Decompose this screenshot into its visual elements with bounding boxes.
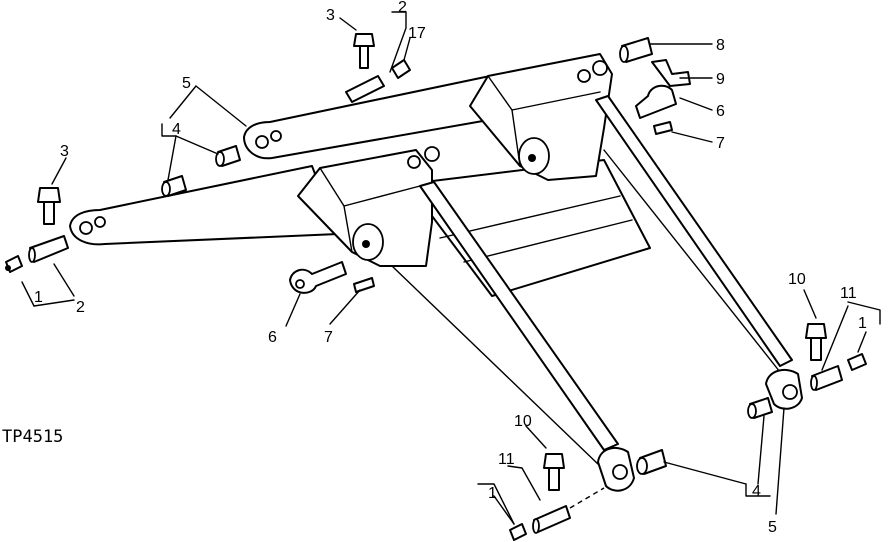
label-9: 9 — [716, 71, 725, 88]
label-8: 8 — [716, 37, 725, 54]
cross-member — [407, 159, 651, 297]
tie-rod-lower — [391, 265, 601, 467]
clevis-left — [597, 446, 635, 492]
upper-housing — [469, 53, 613, 181]
label-2-left: 2 — [76, 299, 85, 316]
label-17: 17 — [408, 25, 426, 42]
label-10-right: 10 — [788, 271, 806, 288]
retainer-6-left — [289, 261, 347, 294]
grease-fitting-left — [5, 255, 23, 273]
clevis-right — [765, 368, 803, 410]
callout-labels: 3 2 17 5 4 3 1 2 8 9 6 7 6 7 10 11 1 10 … — [2, 0, 867, 536]
label-5-upper: 5 — [182, 75, 191, 92]
label-10-bottom: 10 — [514, 413, 532, 430]
label-6-right: 6 — [716, 103, 725, 120]
pin-4-upper-a — [215, 145, 241, 167]
grease-fitting-bottom — [509, 523, 527, 541]
lift-link-right — [595, 95, 793, 367]
leader-lines — [21, 11, 881, 525]
pin-4-upper-b — [161, 175, 187, 197]
grease-fitting-right — [847, 353, 867, 371]
label-11-right: 11 — [840, 285, 857, 302]
figure-code: TP4515 — [2, 427, 63, 447]
label-4-upper: 4 — [172, 121, 181, 138]
label-5-lower: 5 — [768, 519, 777, 536]
boom-arm-upper — [243, 75, 501, 160]
label-3-top: 3 — [326, 7, 335, 24]
tie-rod-right — [603, 149, 781, 373]
sleeve-11-bottom — [532, 505, 571, 534]
cotter-7-left — [353, 277, 375, 293]
label-1-bottom: 1 — [488, 485, 497, 502]
cotter-7-right — [653, 121, 673, 135]
label-11-bottom: 11 — [498, 451, 515, 468]
bolt-3-left — [37, 187, 61, 225]
label-1-right: 1 — [858, 315, 867, 332]
sleeve-2-left — [28, 235, 69, 263]
pin-4-lower — [636, 449, 667, 475]
lower-housing — [297, 146, 440, 267]
retainer-6-right — [635, 84, 677, 119]
label-1-left: 1 — [34, 289, 43, 306]
label-4-lower: 4 — [752, 483, 761, 500]
boom-arm-lower — [69, 165, 339, 246]
label-7-left: 7 — [324, 329, 333, 346]
label-2-top: 2 — [398, 0, 407, 16]
capscrew-9 — [651, 59, 691, 87]
pin-4-right — [747, 397, 773, 419]
sleeve-2-top — [345, 75, 385, 103]
label-7-right: 7 — [716, 135, 725, 152]
label-6-left: 6 — [268, 329, 277, 346]
label-3-left: 3 — [60, 143, 69, 160]
grease-fitting-top — [391, 59, 411, 79]
bolt-10-bottom — [543, 453, 565, 491]
bolt-3-top — [353, 33, 375, 69]
pin-8 — [619, 37, 653, 63]
lift-link-left — [419, 181, 619, 451]
sleeve-11-right — [810, 365, 843, 391]
bolt-10-right — [805, 323, 827, 361]
